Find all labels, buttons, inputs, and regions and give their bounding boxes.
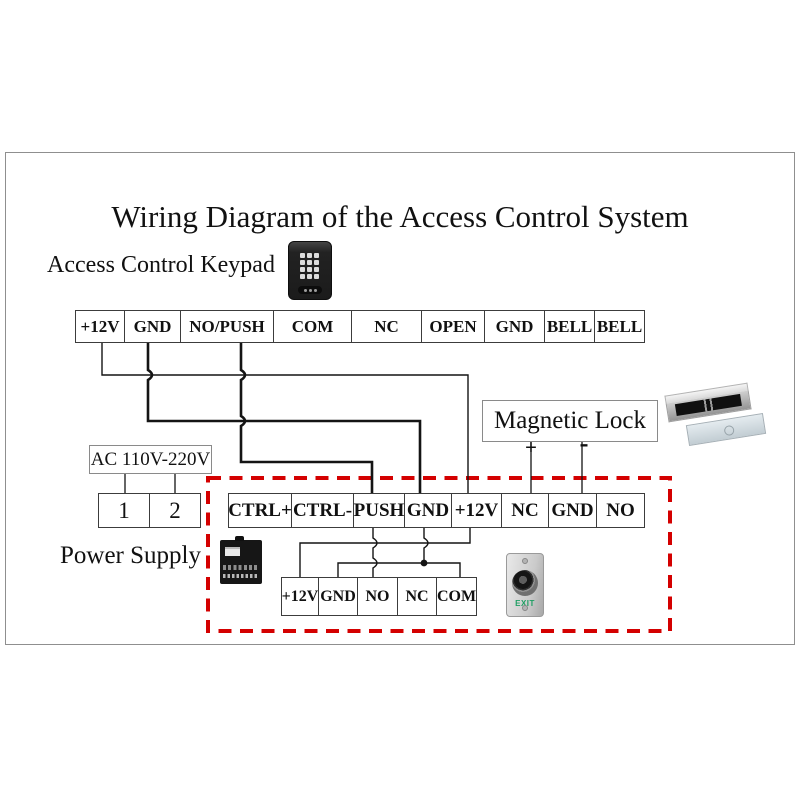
power-supply-device-image bbox=[220, 536, 262, 584]
maglock-minus-sign: - bbox=[579, 428, 589, 458]
psu-terminal-row-2 bbox=[223, 574, 259, 578]
exit-screw-top-icon bbox=[522, 558, 528, 564]
keypad-terminal-bell: BELL bbox=[594, 311, 644, 342]
power-supply-label: Power Supply bbox=[60, 542, 201, 569]
psu-terminal-gnd: GND bbox=[548, 494, 596, 527]
out-terminal-gnd: GND bbox=[318, 578, 357, 615]
keypad-terminal-gnd: GND bbox=[124, 311, 180, 342]
ac-input-box: AC 110V-220V bbox=[89, 445, 212, 474]
keypad-terminal-gnd: GND bbox=[484, 311, 544, 342]
keypad-terminal-nopush: NO/PUSH bbox=[180, 311, 273, 342]
exit-screw-bottom-icon bbox=[522, 605, 528, 611]
psu-label-chip bbox=[225, 547, 240, 556]
magnetic-lock-box: Magnetic Lock bbox=[482, 400, 658, 442]
psu-terminal-push: PUSH bbox=[353, 494, 404, 527]
out-terminal-nc: NC bbox=[397, 578, 436, 615]
keypad-device-image bbox=[288, 241, 332, 300]
psu-terminal-+12v: +12V bbox=[451, 494, 501, 527]
psu-terminal-row-1 bbox=[223, 565, 259, 570]
diagram-title: Wiring Diagram of the Access Control Sys… bbox=[111, 199, 689, 234]
keypad-terminal-nc: NC bbox=[351, 311, 421, 342]
psu-terminal-nc: NC bbox=[501, 494, 548, 527]
ac-terminal-1: 1 bbox=[118, 497, 130, 523]
out-terminal-no: NO bbox=[357, 578, 397, 615]
keypad-terminal-+12v: +12V bbox=[80, 316, 120, 336]
keypad-indicator-bar bbox=[298, 286, 322, 294]
psu-terminal-no: NO bbox=[596, 494, 644, 527]
out-terminal-+12v: +12V bbox=[281, 587, 319, 605]
psu-terminal-ctrl: CTRL- bbox=[291, 494, 353, 527]
keypad-keys-icon bbox=[300, 253, 319, 279]
ac-terminal-2: 2 bbox=[149, 494, 200, 527]
maglock-plus-sign: + bbox=[525, 435, 537, 459]
keypad-terminal-com: COM bbox=[273, 311, 351, 342]
magnetic-lock-label: Magnetic Lock bbox=[493, 407, 647, 434]
keypad-terminal-bell: BELL bbox=[544, 311, 594, 342]
exit-push-button-icon bbox=[512, 570, 538, 596]
out-terminal-com: COM bbox=[436, 578, 476, 615]
keypad-terminal-open: OPEN bbox=[421, 311, 484, 342]
psu-terminal-ctrl+: CTRL+ bbox=[228, 499, 292, 521]
exit-button-device-image: EXIT bbox=[506, 553, 544, 617]
psu-terminal-gnd: GND bbox=[404, 494, 451, 527]
psu-mount-tab bbox=[235, 536, 244, 541]
keypad-label: Access Control Keypad bbox=[47, 252, 275, 278]
ac-input-label: AC 110V-220V bbox=[90, 448, 211, 470]
